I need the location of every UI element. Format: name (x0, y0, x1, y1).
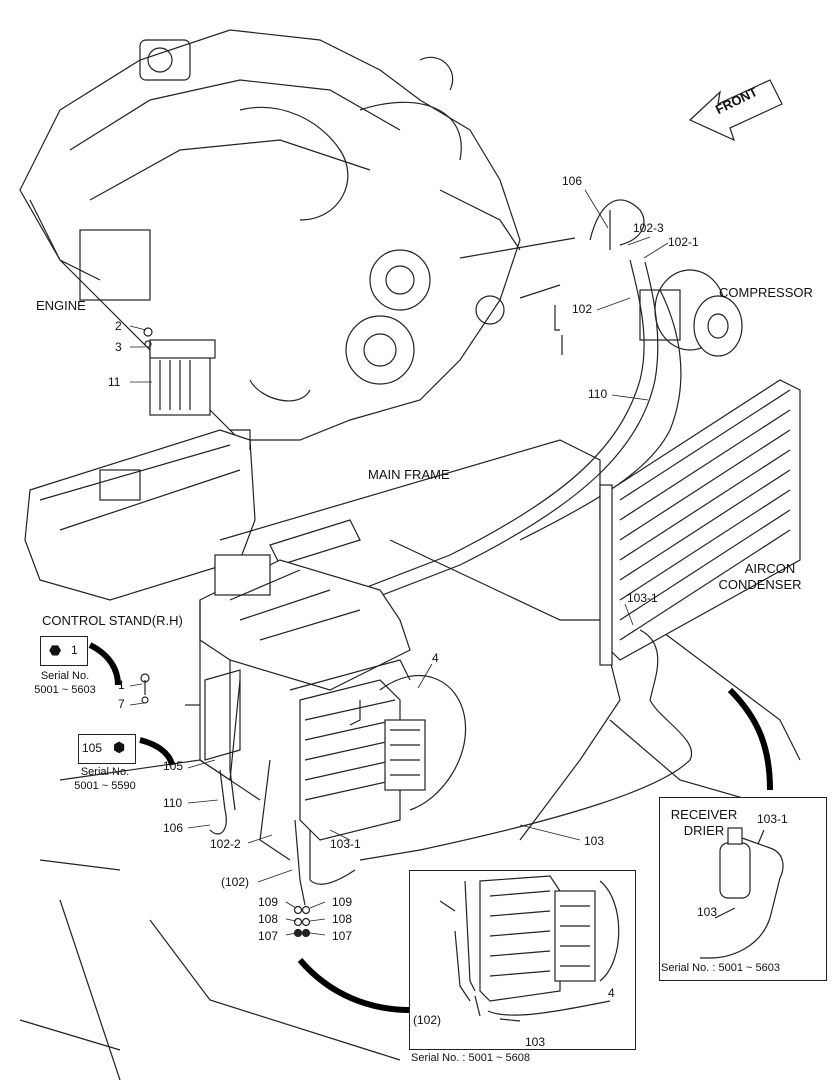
control-stand-label: CONTROL STAND(R.H) (42, 613, 183, 628)
reference-arcs (88, 642, 773, 1013)
callout-3: 3 (115, 340, 122, 354)
serial-bottom: Serial No. : 5001 ~ 5608 (411, 1052, 530, 1064)
engine-illustration (19, 29, 521, 441)
hvac-hoses (209, 759, 356, 906)
callout-1-box: 1 (71, 643, 78, 657)
condenser-illustration (599, 379, 801, 666)
main-frame-label: MAIN FRAME (368, 467, 450, 482)
front-arrow-icon (688, 79, 783, 142)
callout-105: 105 (163, 759, 184, 773)
callout-102-3: 102-3 (633, 221, 664, 235)
upper-hoses (229, 199, 682, 651)
callout-109-left: 109 (258, 895, 279, 909)
inset-callout-103: 103 (697, 905, 718, 919)
callout-1: 1 (118, 678, 125, 692)
hvac-detail-illustration (439, 875, 620, 1022)
control-stand-bolts (140, 673, 200, 706)
compressor-label: COMPRESSOR (719, 285, 813, 300)
callout-7: 7 (118, 697, 125, 711)
condenser-label: CONDENSER (718, 577, 802, 592)
callout-2: 2 (115, 319, 122, 333)
controller-11-illustration (143, 327, 216, 416)
callout-4: 4 (432, 651, 439, 665)
callout-103-1-top: 103-1 (627, 591, 658, 605)
callout-106-bottom: 106 (163, 821, 184, 835)
inset2-callout-102: (102) (413, 1013, 442, 1027)
inset-callout-103-1: 103-1 (757, 812, 788, 826)
serial-box-bolt: ⬣ 1 (40, 636, 88, 666)
engine-label: ENGINE (36, 298, 86, 313)
serial-2-title: Serial No. (80, 766, 130, 778)
serial-box-clamp: 105 ⬢ (78, 734, 136, 764)
inset2-callout-103: 103 (525, 1035, 546, 1049)
receiver-drier-illustration (700, 827, 784, 959)
callout-108-left: 108 (258, 912, 279, 926)
pipe-103 (359, 629, 693, 861)
compressor-illustration (639, 269, 743, 357)
callout-102-paren: (102) (221, 875, 250, 889)
washers (293, 905, 311, 938)
receiver-label: RECEIVER (670, 807, 738, 822)
aircon-label: AIRCON (744, 561, 796, 576)
inset2-callout-4: 4 (608, 986, 615, 1000)
serial-1-title: Serial No. (40, 670, 90, 682)
hvac-detail-inset (409, 870, 636, 1050)
serial-1-range: 5001 ~ 5603 (34, 684, 96, 696)
callout-109-right: 109 (332, 895, 353, 909)
callout-108-right: 108 (332, 912, 353, 926)
serial-receiver: Serial No. : 5001 ~ 5603 (661, 962, 780, 974)
callout-110-top: 110 (588, 387, 608, 401)
callout-102-top: 102 (572, 302, 593, 316)
callout-105-box: 105 (82, 741, 103, 755)
callout-102-1: 102-1 (668, 235, 699, 249)
callout-106: 106 (562, 174, 583, 188)
drier-label: DRIER (683, 823, 725, 838)
callout-11: 11 (108, 375, 121, 389)
receiver-drier-inset (659, 797, 827, 981)
callout-107-right: 107 (332, 929, 353, 943)
callout-103: 103 (584, 834, 605, 848)
hvac-unit-illustration (199, 554, 467, 841)
callout-107-left: 107 (258, 929, 279, 943)
clamp-icon: ⬢ (113, 739, 126, 755)
callout-103-1-bottom: 103-1 (330, 837, 361, 851)
callout-102-2: 102-2 (210, 837, 241, 851)
leader-lines (129, 189, 669, 936)
callout-110: 110 (163, 796, 183, 810)
serial-2-range: 5001 ~ 5590 (74, 780, 136, 792)
bolt-icon: ⬣ (49, 642, 62, 658)
